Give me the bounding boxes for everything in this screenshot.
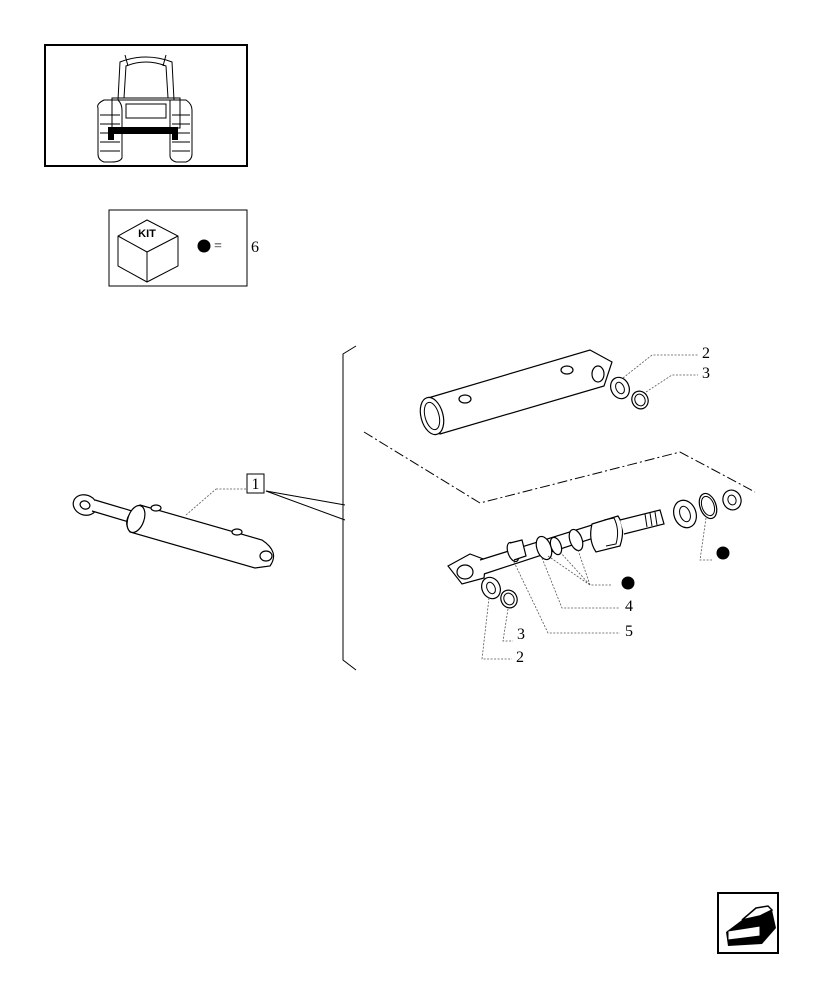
callout-3-top-label: 3 <box>702 365 710 382</box>
kit-legend: KIT = 6 <box>108 209 259 287</box>
kit-label: KIT <box>138 228 156 240</box>
barrel-tube-drawing <box>419 349 613 436</box>
callout-3-bottom-label: 3 <box>517 626 525 643</box>
assembly-centerline <box>363 431 756 504</box>
callout-5: 5 <box>513 561 633 640</box>
next-page-button[interactable] <box>717 892 779 954</box>
callout-2-top: 2 <box>622 345 710 379</box>
callout-3-bottom: 3 <box>502 608 525 643</box>
rod-snap-ring-drawing <box>500 589 518 609</box>
gland-kit-leader <box>699 517 712 561</box>
seal-kit-leader-b <box>559 551 591 586</box>
seal-kit-leader-c <box>577 549 591 586</box>
tractor-thumbnail <box>44 44 248 167</box>
callout-1: 1 <box>185 473 346 521</box>
callout-5-label: 5 <box>625 623 633 640</box>
callout-4: 4 <box>541 557 633 615</box>
callout-2-top-label: 2 <box>702 345 710 362</box>
gland-ring-drawing <box>722 489 742 511</box>
tube-washer-drawing <box>610 376 630 400</box>
kit-dot-icon <box>716 546 730 560</box>
cylinder-assembly-drawing <box>72 494 275 569</box>
kit-dot-icon <box>197 239 211 253</box>
callout-3-top: 3 <box>645 365 710 393</box>
kit-cube-icon: KIT <box>117 219 179 283</box>
next-page-arrow-icon <box>726 905 776 946</box>
tractor-rear-view-icon <box>97 54 193 163</box>
seal-kit-leader-a <box>547 555 612 586</box>
gland-nut-drawing <box>673 499 697 529</box>
kit-dot-icon <box>621 576 635 590</box>
rod-bushing-drawing <box>506 539 527 563</box>
seal-set-drawing <box>535 528 584 561</box>
callout-2-bottom: 2 <box>481 597 524 666</box>
callout-2-bottom-label: 2 <box>516 649 524 666</box>
callout-1-label: 1 <box>252 476 260 493</box>
rod-washer-drawing <box>481 576 501 600</box>
exploded-view-bracket <box>342 345 357 671</box>
tube-snap-ring-drawing <box>631 390 649 410</box>
kit-ref-number: 6 <box>251 239 259 256</box>
gland-oring-drawing <box>698 492 718 520</box>
callout-4-label: 4 <box>625 598 633 615</box>
kit-equals: = <box>214 239 222 254</box>
